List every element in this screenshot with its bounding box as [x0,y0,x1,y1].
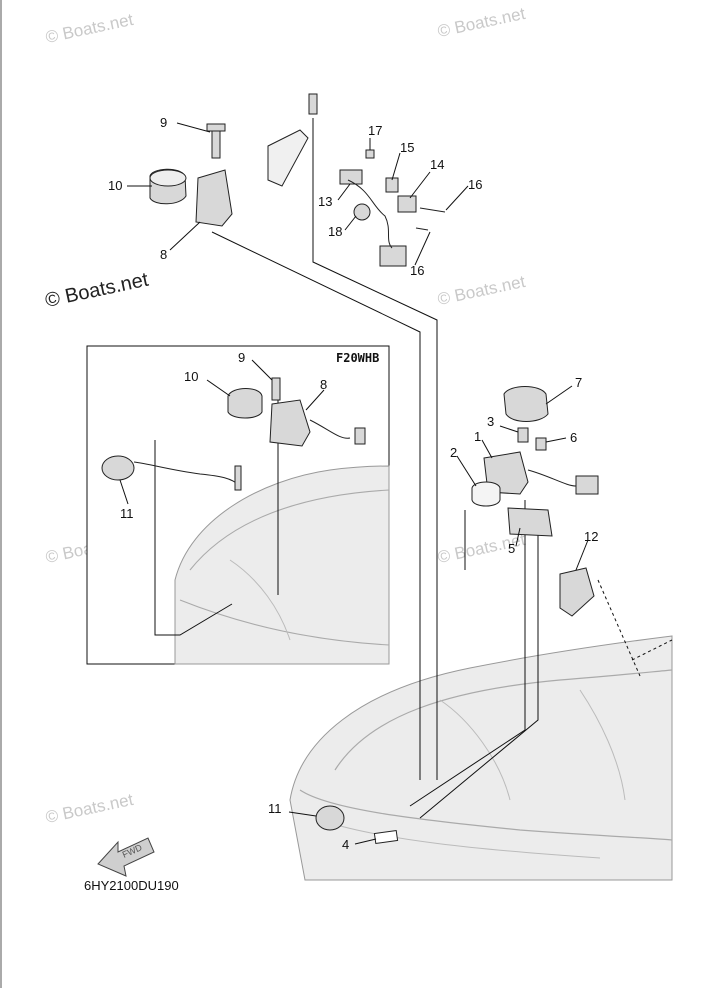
callout-16: 16 [468,177,482,192]
leader-lines [154,118,673,819]
callout-14: 14 [430,157,444,172]
callout-16b: 16 [410,263,424,278]
inset-callout-11: 11 [120,506,134,521]
diagram-code: 6HY2100DU190 [84,878,179,893]
part-cluster-top [267,93,446,267]
callout-13: 13 [318,194,332,209]
callout-5: 5 [508,541,515,556]
callout-1: 1 [474,429,481,444]
callout-11b: 11 [268,801,282,816]
callout-4: 4 [342,837,349,852]
part-bracket-top [149,123,233,227]
bottom-cowling [289,635,673,881]
inset-callout-8: 8 [320,377,327,392]
callout-17: 17 [368,123,382,138]
callout-6: 6 [570,430,577,445]
callout-leaders [119,122,589,845]
callout-18: 18 [328,224,342,239]
fwd-arrow-icon: FWD [97,837,155,877]
callout-3: 3 [487,414,494,429]
callout-8: 8 [160,247,167,262]
inset-callout-10: 10 [184,369,198,384]
callout-10: 10 [108,178,122,193]
part-inset-assembly [101,377,366,491]
part-cap [315,805,345,831]
part-cluster-right [471,386,599,617]
callout-7: 7 [575,375,582,390]
callout-2: 2 [450,445,457,460]
inset-cowling [174,465,390,665]
part-label-plate [373,829,399,845]
callout-9: 9 [160,115,167,130]
callout-15: 15 [400,140,414,155]
inset-callout-9: 9 [238,350,245,365]
inset-model-label: F20WHB [336,351,379,365]
callout-12: 12 [584,529,598,544]
